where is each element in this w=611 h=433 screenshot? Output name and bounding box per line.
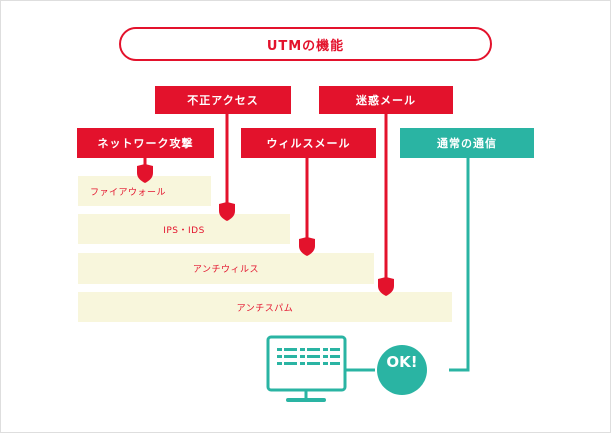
threat-unauthorized-access: 不正アクセス xyxy=(155,86,291,114)
shield-icon xyxy=(219,202,235,221)
threat-network-attack: ネットワーク攻撃 xyxy=(77,128,214,158)
threat-spam-mail: 迷惑メール xyxy=(319,86,453,114)
ok-label: OK! xyxy=(386,353,418,371)
shield-icon xyxy=(378,277,394,296)
shield-icon xyxy=(299,237,315,256)
layer-ips-ids: IPS・IDS xyxy=(78,214,290,244)
layer-antispam: アンチスパム xyxy=(78,292,452,322)
threat-virus-mail: ウィルスメール xyxy=(241,128,376,158)
layer-antivirus: アンチウィルス xyxy=(78,253,374,284)
shield-icon xyxy=(137,164,153,183)
normal-traffic: 通常の通信 xyxy=(400,128,534,158)
line-normal-traffic xyxy=(449,157,470,372)
computer-monitor-icon xyxy=(266,335,347,402)
page-title: UTMの機能 xyxy=(119,27,492,61)
ok-badge xyxy=(377,345,427,395)
